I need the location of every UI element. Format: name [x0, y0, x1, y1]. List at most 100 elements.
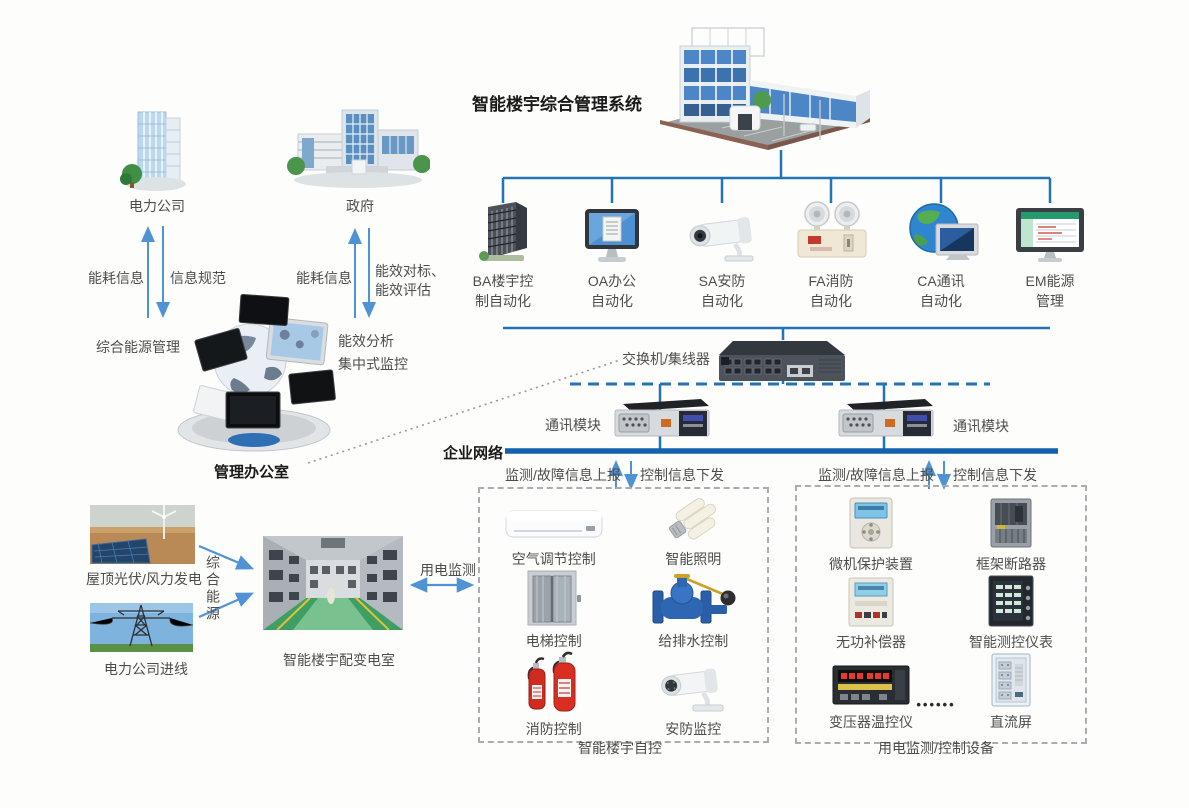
benchmark-line2: 能效评估: [375, 282, 431, 298]
ba-building-icon: [474, 199, 534, 270]
control-item-fire: 消防控制: [484, 651, 624, 739]
power-devices-box: 微机保护装置 框架断路器 无功补偿器 智能测控仪表 变压器温控仪: [795, 485, 1087, 744]
dispatch-label-right: 控制信息下发: [953, 467, 1037, 483]
protection-relay-icon: [846, 496, 896, 550]
subsystem-label-sa: SA安防自动化: [699, 271, 746, 311]
government-building-icon: [286, 106, 431, 197]
device-item-meter: 智能测控仪表: [941, 574, 1081, 653]
page-title: 智能楼宇综合管理系统: [472, 95, 642, 114]
fa-label-line2: 自动化: [810, 293, 852, 309]
fa-label-line1: FA消防: [808, 273, 854, 289]
management-office-icon: [168, 293, 340, 461]
control-item-label: 消防控制: [525, 721, 582, 737]
report-label-right: 监测/故障信息上报: [818, 467, 934, 483]
control-item-label: 电梯控制: [525, 633, 582, 649]
building-controls-box: 空气调节控制 智能照明 电梯控制 给排水控制 消防控制: [478, 487, 769, 743]
device-item-tempcontroller: 变压器温控仪: [801, 652, 941, 732]
device-item-label: 无功补偿器: [836, 634, 906, 650]
control-item-label: 智能照明: [665, 551, 722, 567]
sa-camera-icon: [683, 212, 763, 269]
device-item-dcpanel: 直流屏: [941, 652, 1081, 732]
power-company-label: 电力公司: [129, 198, 185, 214]
benchmark-line1: 能效对标、: [375, 263, 445, 279]
fa-emergency-light-icon: [794, 200, 870, 267]
oa-label-line2: 自动化: [590, 293, 633, 309]
pv-wind-label: 屋顶光伏/风力发电: [86, 571, 202, 587]
ca-label-line1: CA通讯: [917, 273, 965, 289]
benchmark-label: 能效对标、能效评估: [375, 262, 445, 300]
device-item-label: 直流屏: [990, 714, 1032, 730]
temperature-controller-icon: [831, 662, 911, 708]
ca-globe-computer-icon: [904, 202, 980, 267]
energy-info-power-label: 能耗信息: [88, 270, 144, 286]
dispatch-label-left: 控制信息下发: [640, 467, 724, 483]
oa-label-line1: OA办公: [587, 273, 637, 289]
cfl-bulb-icon: [661, 497, 725, 545]
grid-line-label: 电力公司进线: [104, 661, 188, 677]
control-item-label: 给排水控制: [658, 633, 729, 649]
switch-label: 交换机/集线器: [622, 351, 710, 367]
device-item-label: 智能测控仪表: [969, 634, 1053, 650]
government-label: 政府: [346, 198, 374, 214]
device-item-breaker: 框架断路器: [941, 495, 1081, 574]
smart-meter-icon: [985, 574, 1037, 628]
energy-info-gov-label: 能耗信息: [296, 270, 352, 286]
control-item-elevator: 电梯控制: [484, 569, 624, 651]
device-item-label: 框架断路器: [976, 555, 1046, 572]
control-item-label: 安防监控: [665, 721, 722, 737]
security-camera-icon: [655, 661, 731, 715]
substation-photo: [263, 536, 403, 635]
air-conditioner-icon: [504, 507, 604, 545]
control-item-label: 空气调节控制: [511, 551, 596, 567]
subsystem-label-oa: OA办公自动化: [588, 271, 636, 311]
fire-extinguisher-icon: [521, 651, 587, 715]
pv-wind-photo: [90, 505, 195, 569]
report-label-left: 监测/故障信息上报: [505, 467, 621, 483]
device-item-label: 变压器温控仪: [829, 714, 913, 730]
device-item-compensator: 无功补偿器: [801, 574, 941, 653]
integrated-energy-label: 综合能源: [205, 555, 221, 623]
main-building-icon: [652, 24, 880, 157]
central-monitoring-label: 集中式监控: [338, 356, 408, 372]
control-item-security: 安防监控: [624, 651, 764, 739]
subsystem-label-ca: CA通讯自动化: [917, 271, 964, 311]
control-item-ac: 空气调节控制: [484, 497, 624, 569]
em-energy-monitor-icon: [1012, 206, 1088, 269]
grid-line-photo: [89, 603, 194, 657]
elevator-icon: [526, 569, 582, 627]
em-label-line1: EM能源: [1025, 273, 1075, 289]
info-standard-label: 信息规范: [170, 270, 226, 286]
comm-module-left-icon: [611, 397, 713, 446]
reactive-compensator-icon: [844, 576, 898, 628]
management-office-label: 管理办公室: [214, 464, 290, 481]
sa-label-line1: SA安防: [698, 273, 746, 289]
efficiency-analysis-label: 能效分析: [338, 333, 394, 349]
network-switch-icon: [715, 335, 849, 390]
control-item-lighting: 智能照明: [624, 497, 764, 569]
device-item-label: 微机保护装置: [829, 555, 913, 572]
power-monitoring-label: 用电监测: [420, 562, 476, 578]
building-controls-caption: 智能楼宇自控: [578, 740, 662, 756]
comm-module-right-icon: [835, 397, 937, 446]
ba-label-line1: BA楼宇控: [472, 273, 534, 289]
em-label-line2: 管理: [1036, 293, 1064, 309]
comm-module-right-label: 通讯模块: [953, 418, 1009, 434]
water-valve-icon: [647, 569, 739, 627]
substation-label: 智能楼宇配变电室: [283, 652, 395, 668]
devices-ellipsis: ••••••: [916, 697, 956, 712]
subsystem-label-em: EM能源管理: [1026, 271, 1075, 311]
power-devices-caption: 用电监测/控制设备: [878, 740, 994, 756]
control-item-water: 给排水控制: [624, 569, 764, 651]
subsystem-label-fa: FA消防自动化: [808, 271, 853, 311]
comm-module-left-label: 通讯模块: [545, 417, 601, 433]
ba-label-line2: 制自动化: [475, 293, 531, 309]
enterprise-network-label: 企业网络: [443, 445, 504, 462]
subsystem-label-ba: BA楼宇控制自动化: [473, 271, 534, 311]
device-item-protection: 微机保护装置: [801, 495, 941, 574]
integrated-energy-mgmt-label: 综合能源管理: [96, 339, 180, 355]
ca-label-line2: 自动化: [919, 293, 962, 309]
sa-label-line2: 自动化: [701, 293, 743, 309]
oa-monitor-icon: [578, 207, 646, 270]
